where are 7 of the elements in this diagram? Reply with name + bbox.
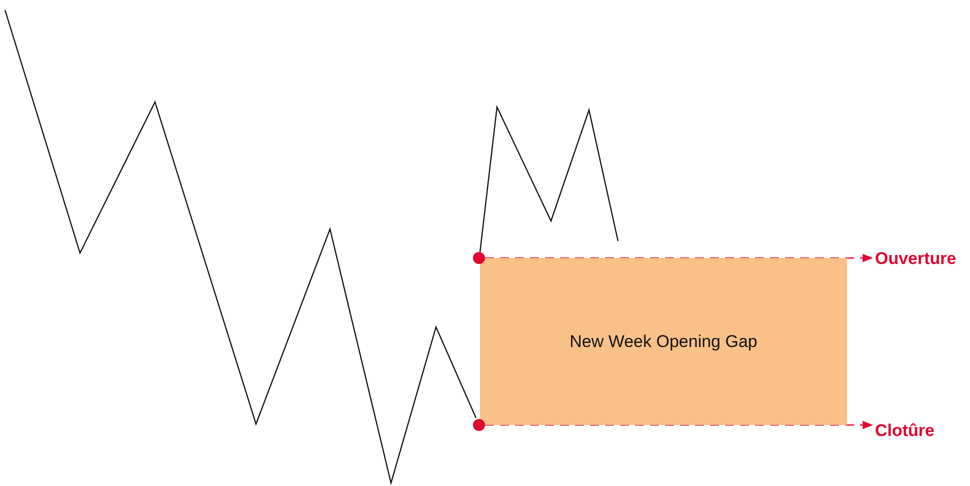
level-label: Ouverture [875, 248, 967, 270]
level-label: Clotûre [875, 420, 967, 442]
open-point [473, 252, 485, 264]
arrow [485, 420, 874, 430]
zone-label: New Week Opening Gap [570, 332, 758, 352]
arrow [485, 254, 874, 262]
close-point [473, 419, 485, 431]
